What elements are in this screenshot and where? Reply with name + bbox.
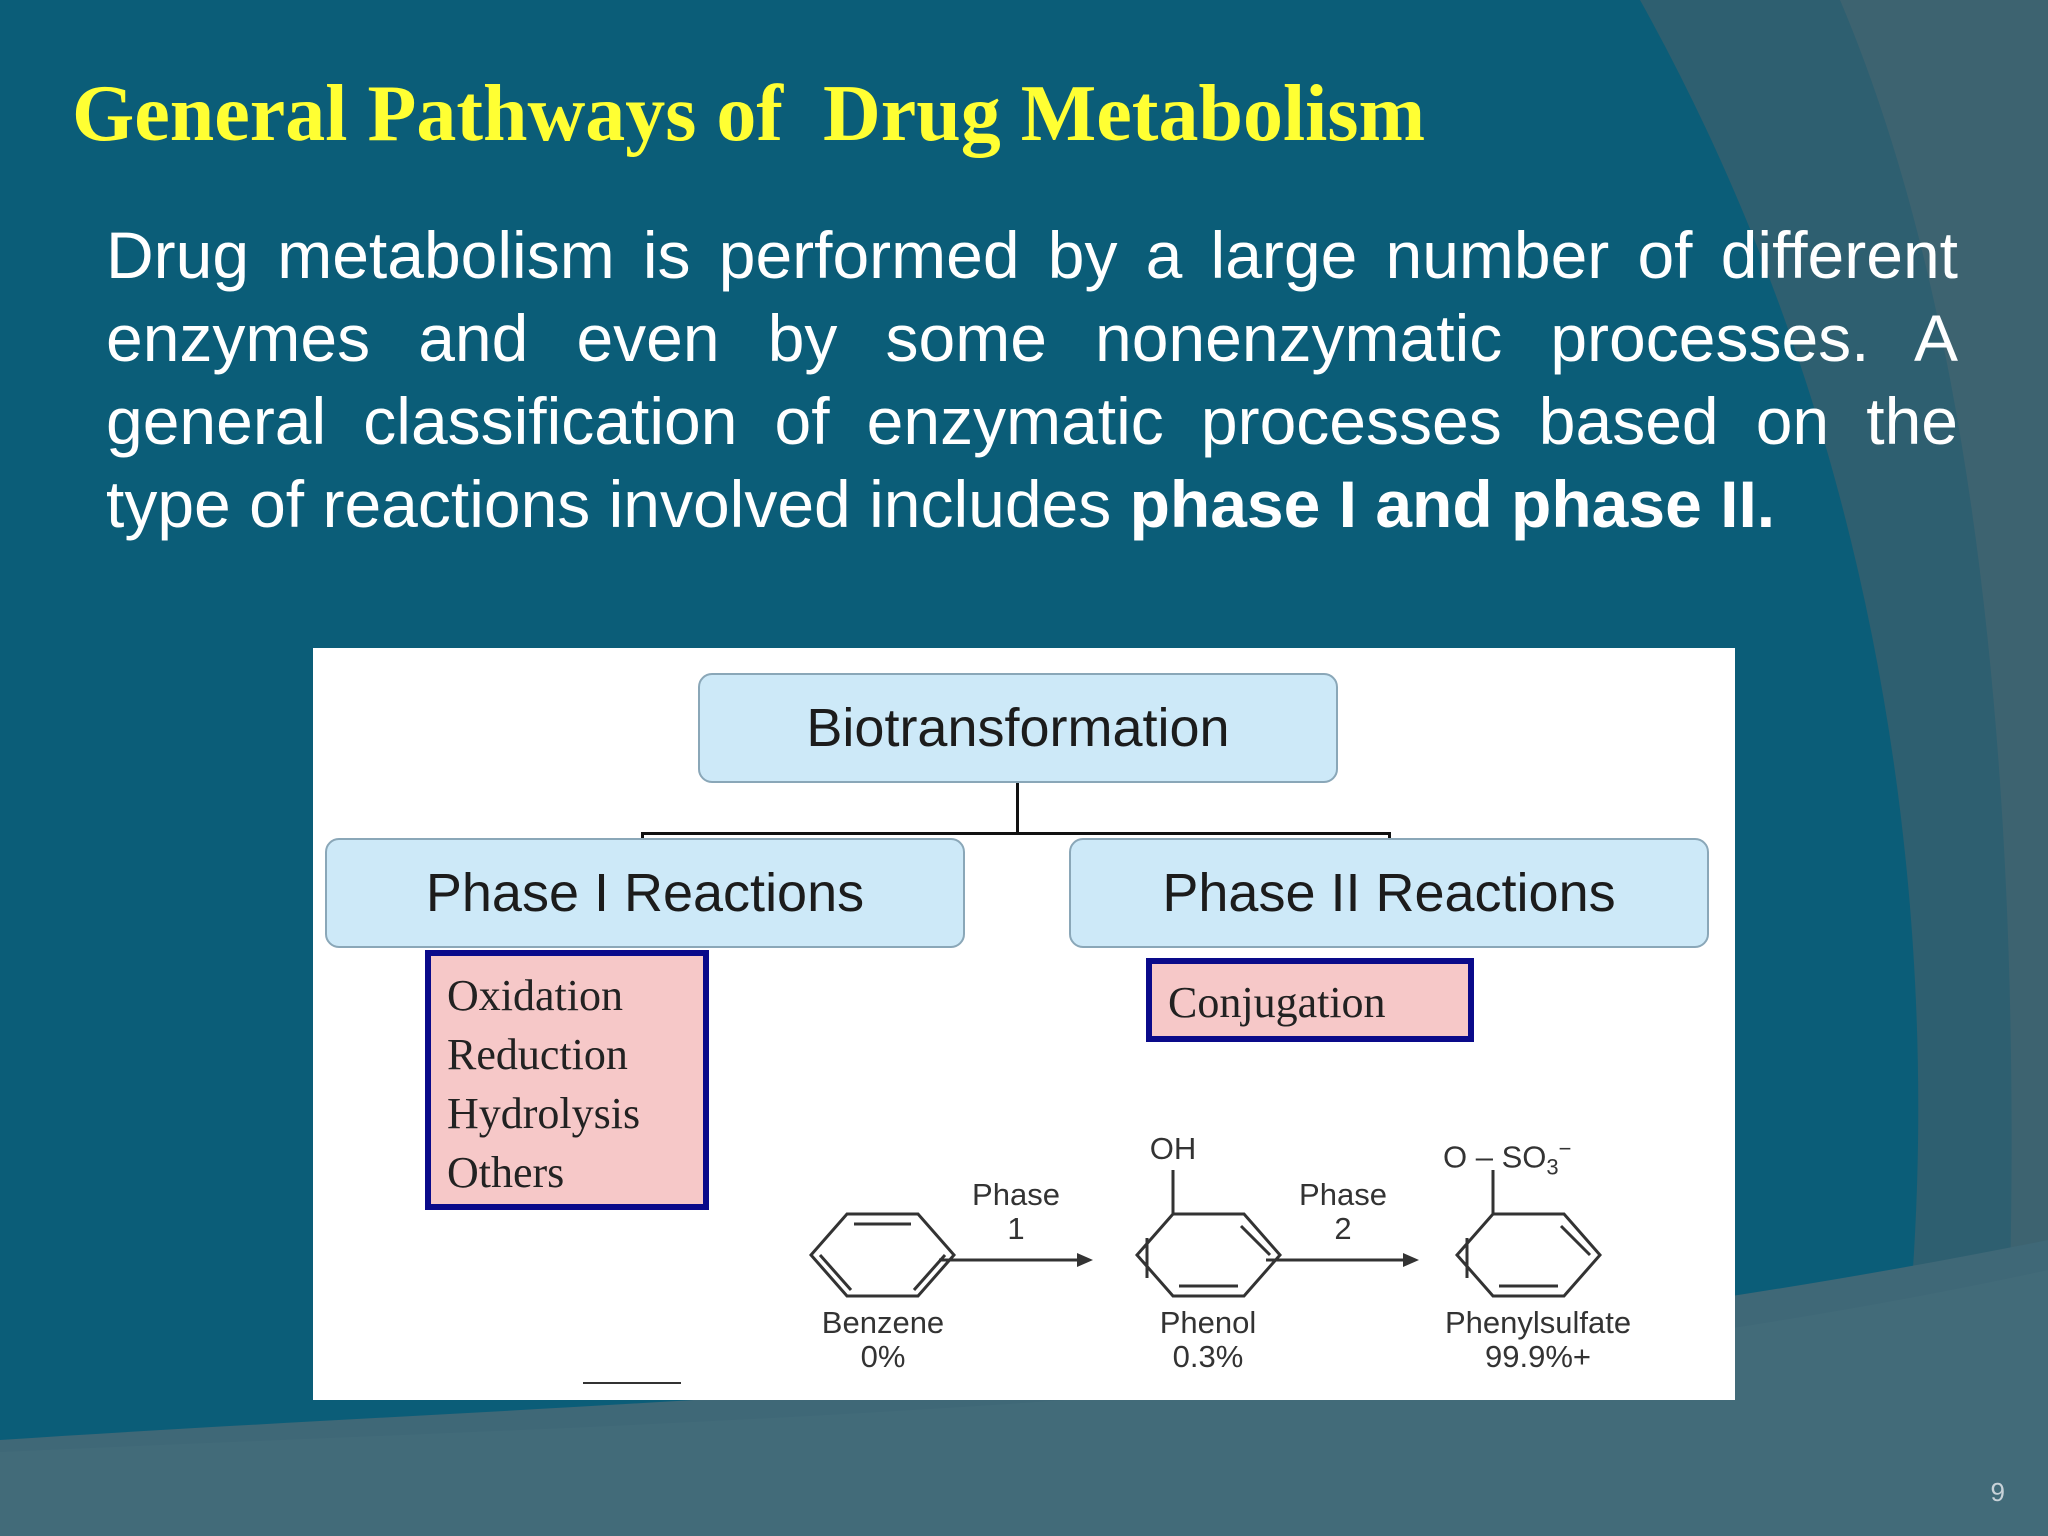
sulfate-group-text: O – SO bbox=[1443, 1139, 1547, 1175]
compound-benzene-value: 0% bbox=[860, 1339, 906, 1374]
slide-body-text: Drug metabolism is performed by a large … bbox=[106, 214, 1958, 546]
sulfate-subscript: 3 bbox=[1546, 1154, 1559, 1180]
compound-phenol-name: Phenol bbox=[1159, 1305, 1257, 1340]
benzene-inner-bond-2 bbox=[818, 1254, 853, 1291]
arrow1-label-line2: 1 bbox=[1007, 1211, 1025, 1246]
arrow2-label-line1: Phase bbox=[1299, 1177, 1387, 1212]
compound-phenylsulfate-value: 99.9%+ bbox=[1484, 1339, 1591, 1374]
benzene-ring bbox=[809, 1212, 956, 1298]
sulfate-group-label: O – SO3− bbox=[1443, 1132, 1643, 1185]
body-text-bold: phase I and phase II. bbox=[1129, 467, 1776, 541]
body-text-main: Drug metabolism is performed by a large … bbox=[106, 218, 1958, 541]
phenol-inner-bond-3 bbox=[1239, 1224, 1272, 1257]
compound-phenylsulfate-name: Phenylsulfate bbox=[1444, 1305, 1632, 1340]
node-phase1-reactions: Phase I Reactions bbox=[325, 838, 965, 948]
compound-phenol: Phenol 0.3% bbox=[1108, 1306, 1308, 1374]
connector-phase2-stem bbox=[1388, 832, 1391, 838]
phenylsulfate-inner-bond-2 bbox=[1559, 1224, 1592, 1257]
compound-phenylsulfate: Phenylsulfate 99.9%+ bbox=[1403, 1306, 1673, 1374]
phase2-reaction-list: Conjugation bbox=[1146, 958, 1474, 1042]
sulfate-superscript: − bbox=[1558, 1136, 1572, 1161]
compound-phenol-value: 0.3% bbox=[1172, 1339, 1244, 1374]
phase1-item-others: Others bbox=[447, 1148, 565, 1197]
arrowhead-phase2 bbox=[1403, 1253, 1419, 1267]
arrow1-label: Phase 1 bbox=[941, 1178, 1091, 1246]
connector-phase1-stem bbox=[641, 832, 644, 838]
reaction-scheme bbox=[583, 1170, 1602, 1384]
phase2-item-conjugation: Conjugation bbox=[1168, 978, 1386, 1027]
biotransformation-figure: Biotransformation Phase I Reactions Phas… bbox=[313, 648, 1735, 1400]
connector-horizontal bbox=[641, 832, 1391, 835]
connector-root-stem bbox=[1016, 783, 1019, 835]
phase1-item-hydrolysis: Hydrolysis bbox=[447, 1089, 641, 1138]
phenol-oh-label: OH bbox=[1149, 1131, 1197, 1166]
compound-benzene: Benzene 0% bbox=[783, 1306, 983, 1374]
phenylsulfate-ring bbox=[1455, 1212, 1602, 1298]
phase1-item-oxidation: Oxidation bbox=[447, 971, 623, 1020]
arrow1-label-line1: Phase bbox=[972, 1177, 1060, 1212]
slide-title: General Pathways of Drug Metabolism bbox=[72, 70, 1426, 158]
arrow2-label: Phase 2 bbox=[1268, 1178, 1418, 1246]
phenol-ring bbox=[1135, 1212, 1282, 1298]
page-number: 9 bbox=[1990, 1477, 2005, 1507]
arrow2-label-line2: 2 bbox=[1334, 1211, 1352, 1246]
compound-benzene-name: Benzene bbox=[821, 1305, 945, 1340]
arrowhead-phase1 bbox=[1077, 1253, 1093, 1267]
phase1-item-reduction: Reduction bbox=[447, 1030, 628, 1079]
node-biotransformation: Biotransformation bbox=[698, 673, 1338, 783]
phase1-reaction-list: Oxidation Reduction Hydrolysis Others bbox=[425, 950, 709, 1210]
node-phase2-reactions: Phase II Reactions bbox=[1069, 838, 1709, 948]
